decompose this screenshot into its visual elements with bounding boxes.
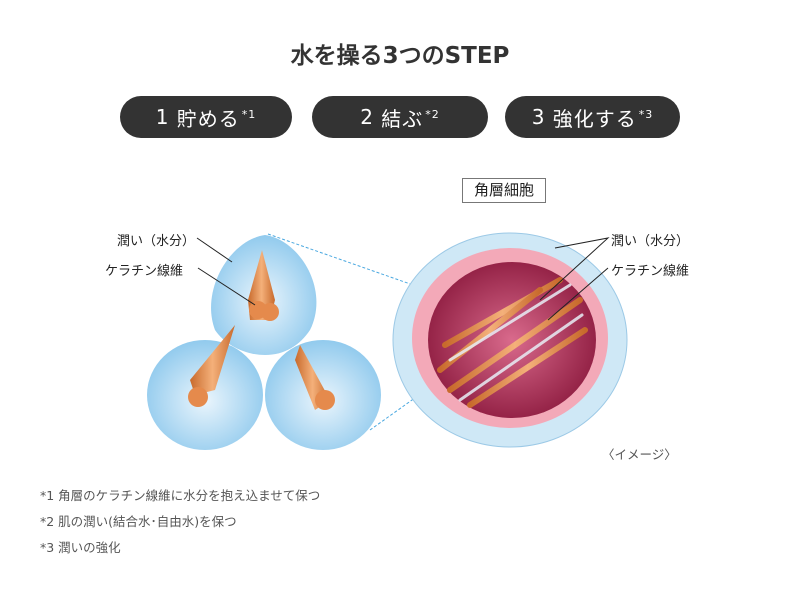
- step-1-badge: 1 貯める*1: [120, 96, 292, 138]
- corneocyte-label: 角層細胞: [462, 178, 546, 203]
- step-number: 1: [155, 105, 170, 129]
- leader-lines: [196, 237, 610, 321]
- corneocyte-cell: [392, 232, 628, 448]
- step-label: 強化する: [552, 106, 637, 131]
- left-keratin-label: ケラチン線維: [105, 264, 184, 279]
- step-label: 貯める: [176, 106, 240, 131]
- right-keratin-label: ケラチン線維: [611, 264, 690, 279]
- image-note: 〈イメージ〉: [602, 447, 677, 462]
- footnote-1: *1 角層のケラチン線維に水分を抱え込ませて保つ: [40, 488, 321, 503]
- step-number: 2: [360, 105, 374, 129]
- left-moisture-label: 潤い（水分）: [117, 234, 196, 249]
- step-footnote-mark: *3: [638, 107, 654, 121]
- step-footnote-mark: *2: [425, 107, 440, 121]
- right-moisture-label: 潤い（水分）: [611, 234, 690, 249]
- step-footnote-mark: *1: [241, 107, 257, 121]
- footnote-2: *2 肌の潤い(結合水･自由水)を保つ: [40, 514, 237, 529]
- step-number: 3: [531, 105, 546, 129]
- keratin-cluster: [147, 235, 381, 450]
- step-3-badge: 3 強化する*3: [505, 96, 680, 138]
- step-label: 結ぶ: [381, 106, 424, 131]
- footnote-3: *3 潤いの強化: [40, 540, 121, 555]
- page-title: 水を操る3つのSTEP: [290, 43, 510, 69]
- step-2-badge: 2 結ぶ*2: [312, 96, 488, 138]
